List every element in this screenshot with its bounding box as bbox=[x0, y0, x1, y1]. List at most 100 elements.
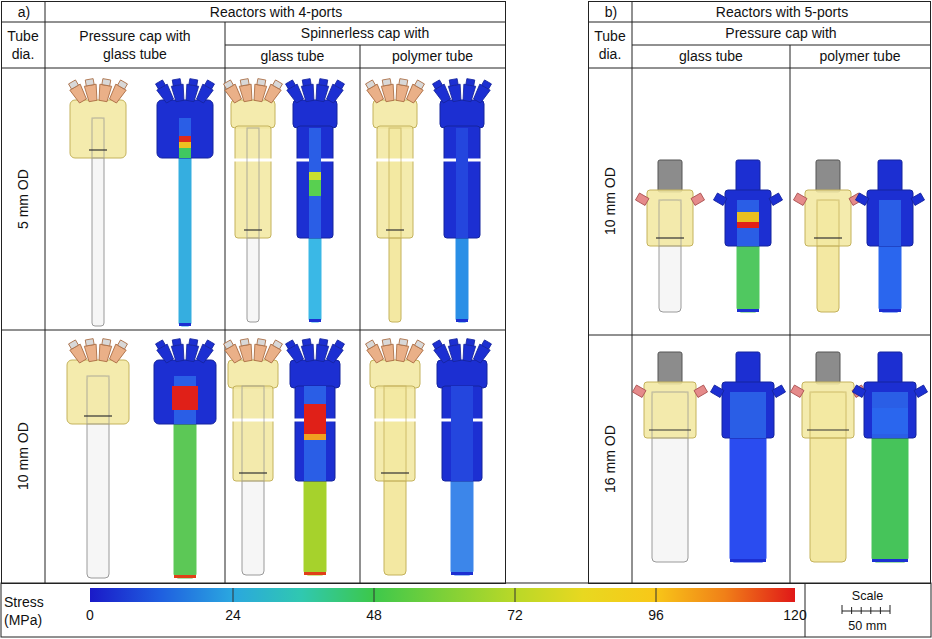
panel-letter: b) bbox=[605, 3, 617, 21]
tube-inside-cap bbox=[247, 128, 259, 238]
fitting-tip bbox=[156, 80, 166, 89]
side-fitting bbox=[852, 385, 866, 397]
cap-slit bbox=[376, 159, 414, 162]
label-cell: polymer tube bbox=[360, 45, 505, 68]
fitting-body bbox=[448, 344, 463, 362]
fitting-tip bbox=[85, 79, 94, 86]
pressure-cap bbox=[805, 190, 851, 246]
spinnerless-cap-head bbox=[370, 360, 420, 388]
label-cell: Tube dia. bbox=[1, 22, 45, 68]
fitting-tip bbox=[172, 79, 181, 86]
cap-knob bbox=[736, 160, 760, 192]
cap-knob bbox=[878, 352, 902, 384]
side-fitting bbox=[772, 385, 786, 397]
stress-colorbar bbox=[90, 588, 795, 602]
column-header: Pressure cap with glass tube bbox=[73, 27, 198, 63]
cap-knob bbox=[816, 352, 840, 384]
fitting-tip bbox=[257, 79, 266, 86]
panel-title: Reactors with 5-ports bbox=[716, 3, 848, 21]
cap-slit bbox=[374, 419, 416, 422]
fitting-body bbox=[301, 84, 316, 102]
seal-marker bbox=[89, 149, 107, 150]
port-fitting bbox=[325, 339, 346, 364]
reactor-tube bbox=[730, 392, 766, 562]
side-fitting bbox=[855, 193, 869, 205]
fitting-tip bbox=[415, 80, 425, 89]
spinnerless-cap-body bbox=[442, 386, 482, 481]
table-rule bbox=[1, 330, 505, 331]
label-cell: polymer tube bbox=[790, 45, 930, 68]
reactor-tube bbox=[879, 200, 901, 312]
colorbar-tick bbox=[233, 588, 234, 602]
port-fitting bbox=[67, 79, 88, 104]
port-fitting bbox=[447, 78, 463, 102]
stress-hotspot bbox=[179, 142, 191, 148]
fitting-tip bbox=[224, 340, 234, 349]
reactor-tube bbox=[451, 386, 473, 575]
fitting-tip bbox=[382, 339, 391, 346]
spinnerless-cap-body bbox=[297, 126, 333, 238]
fitting-tip bbox=[172, 339, 181, 346]
column-header: Tube dia. bbox=[3, 27, 43, 63]
fitting-tip bbox=[273, 80, 283, 89]
table-rule bbox=[1, 22, 505, 23]
port-fitting bbox=[431, 79, 452, 104]
tube-end bbox=[451, 572, 473, 575]
cap-slit bbox=[234, 159, 272, 162]
tube-inside-cap bbox=[659, 200, 681, 246]
fitting-tip bbox=[286, 80, 296, 89]
seal-marker bbox=[386, 229, 404, 230]
stress-hotspot bbox=[179, 136, 191, 142]
row-header: 10 mm OD bbox=[601, 168, 619, 236]
tube-inside-cap bbox=[242, 386, 264, 481]
fitting-tip bbox=[382, 79, 391, 86]
label-cell: 16 mm OD bbox=[588, 335, 632, 583]
label-cell: 10 mm OD bbox=[1, 330, 45, 583]
stress-hotspot bbox=[179, 148, 191, 158]
seal-marker bbox=[807, 429, 849, 430]
table-rule bbox=[1, 68, 505, 69]
pressure-cap bbox=[864, 382, 916, 438]
fitting-tip bbox=[156, 340, 166, 349]
side-fitting bbox=[632, 385, 646, 397]
label-cell: Spinnerless cap with bbox=[225, 22, 505, 45]
port-fitting bbox=[195, 79, 216, 104]
stress-hotspot bbox=[304, 404, 326, 434]
table-rule bbox=[588, 68, 931, 69]
seal-marker bbox=[656, 237, 684, 238]
fitting-tip bbox=[102, 79, 111, 86]
fitting-tip bbox=[466, 339, 475, 346]
reactor-stress-map bbox=[710, 352, 785, 562]
fitting-tip bbox=[433, 340, 443, 349]
fitting-tip bbox=[466, 79, 475, 86]
row-header: 16 mm OD bbox=[601, 425, 619, 493]
fitting-tip bbox=[319, 339, 328, 346]
pressure-cap bbox=[70, 100, 126, 158]
table-rule bbox=[225, 45, 505, 46]
fitting-body bbox=[171, 84, 186, 102]
tube-inside-cap bbox=[872, 392, 908, 438]
stress-hotspot bbox=[309, 180, 321, 196]
reactor-stress-map bbox=[154, 78, 216, 326]
panel-frame: b) Reactors with 5-ports bbox=[588, 1, 931, 584]
fitting-body bbox=[381, 344, 396, 362]
port-fitting bbox=[108, 339, 129, 364]
spinnerless-cap-head bbox=[228, 360, 278, 388]
reactor-stress-map bbox=[852, 352, 927, 562]
fitting-tip bbox=[302, 79, 311, 86]
spinnerless-cap-body bbox=[375, 386, 415, 481]
spinnerless-cap-body bbox=[233, 386, 273, 481]
colorbar-tick-label: 48 bbox=[366, 606, 382, 624]
table-rule bbox=[225, 22, 226, 583]
port-fitting bbox=[154, 339, 175, 364]
fitting-tip bbox=[449, 339, 458, 346]
fitting-tip bbox=[118, 340, 128, 349]
tube-inside-cap bbox=[92, 118, 104, 158]
fitting-tip bbox=[189, 339, 198, 346]
fitting-tip bbox=[189, 79, 198, 86]
side-fitting bbox=[793, 193, 807, 205]
label-cell: Pressure cap with glass tube bbox=[45, 22, 225, 68]
label-cell: Stress (MPa) bbox=[4, 586, 74, 636]
fitting-body bbox=[448, 84, 463, 102]
